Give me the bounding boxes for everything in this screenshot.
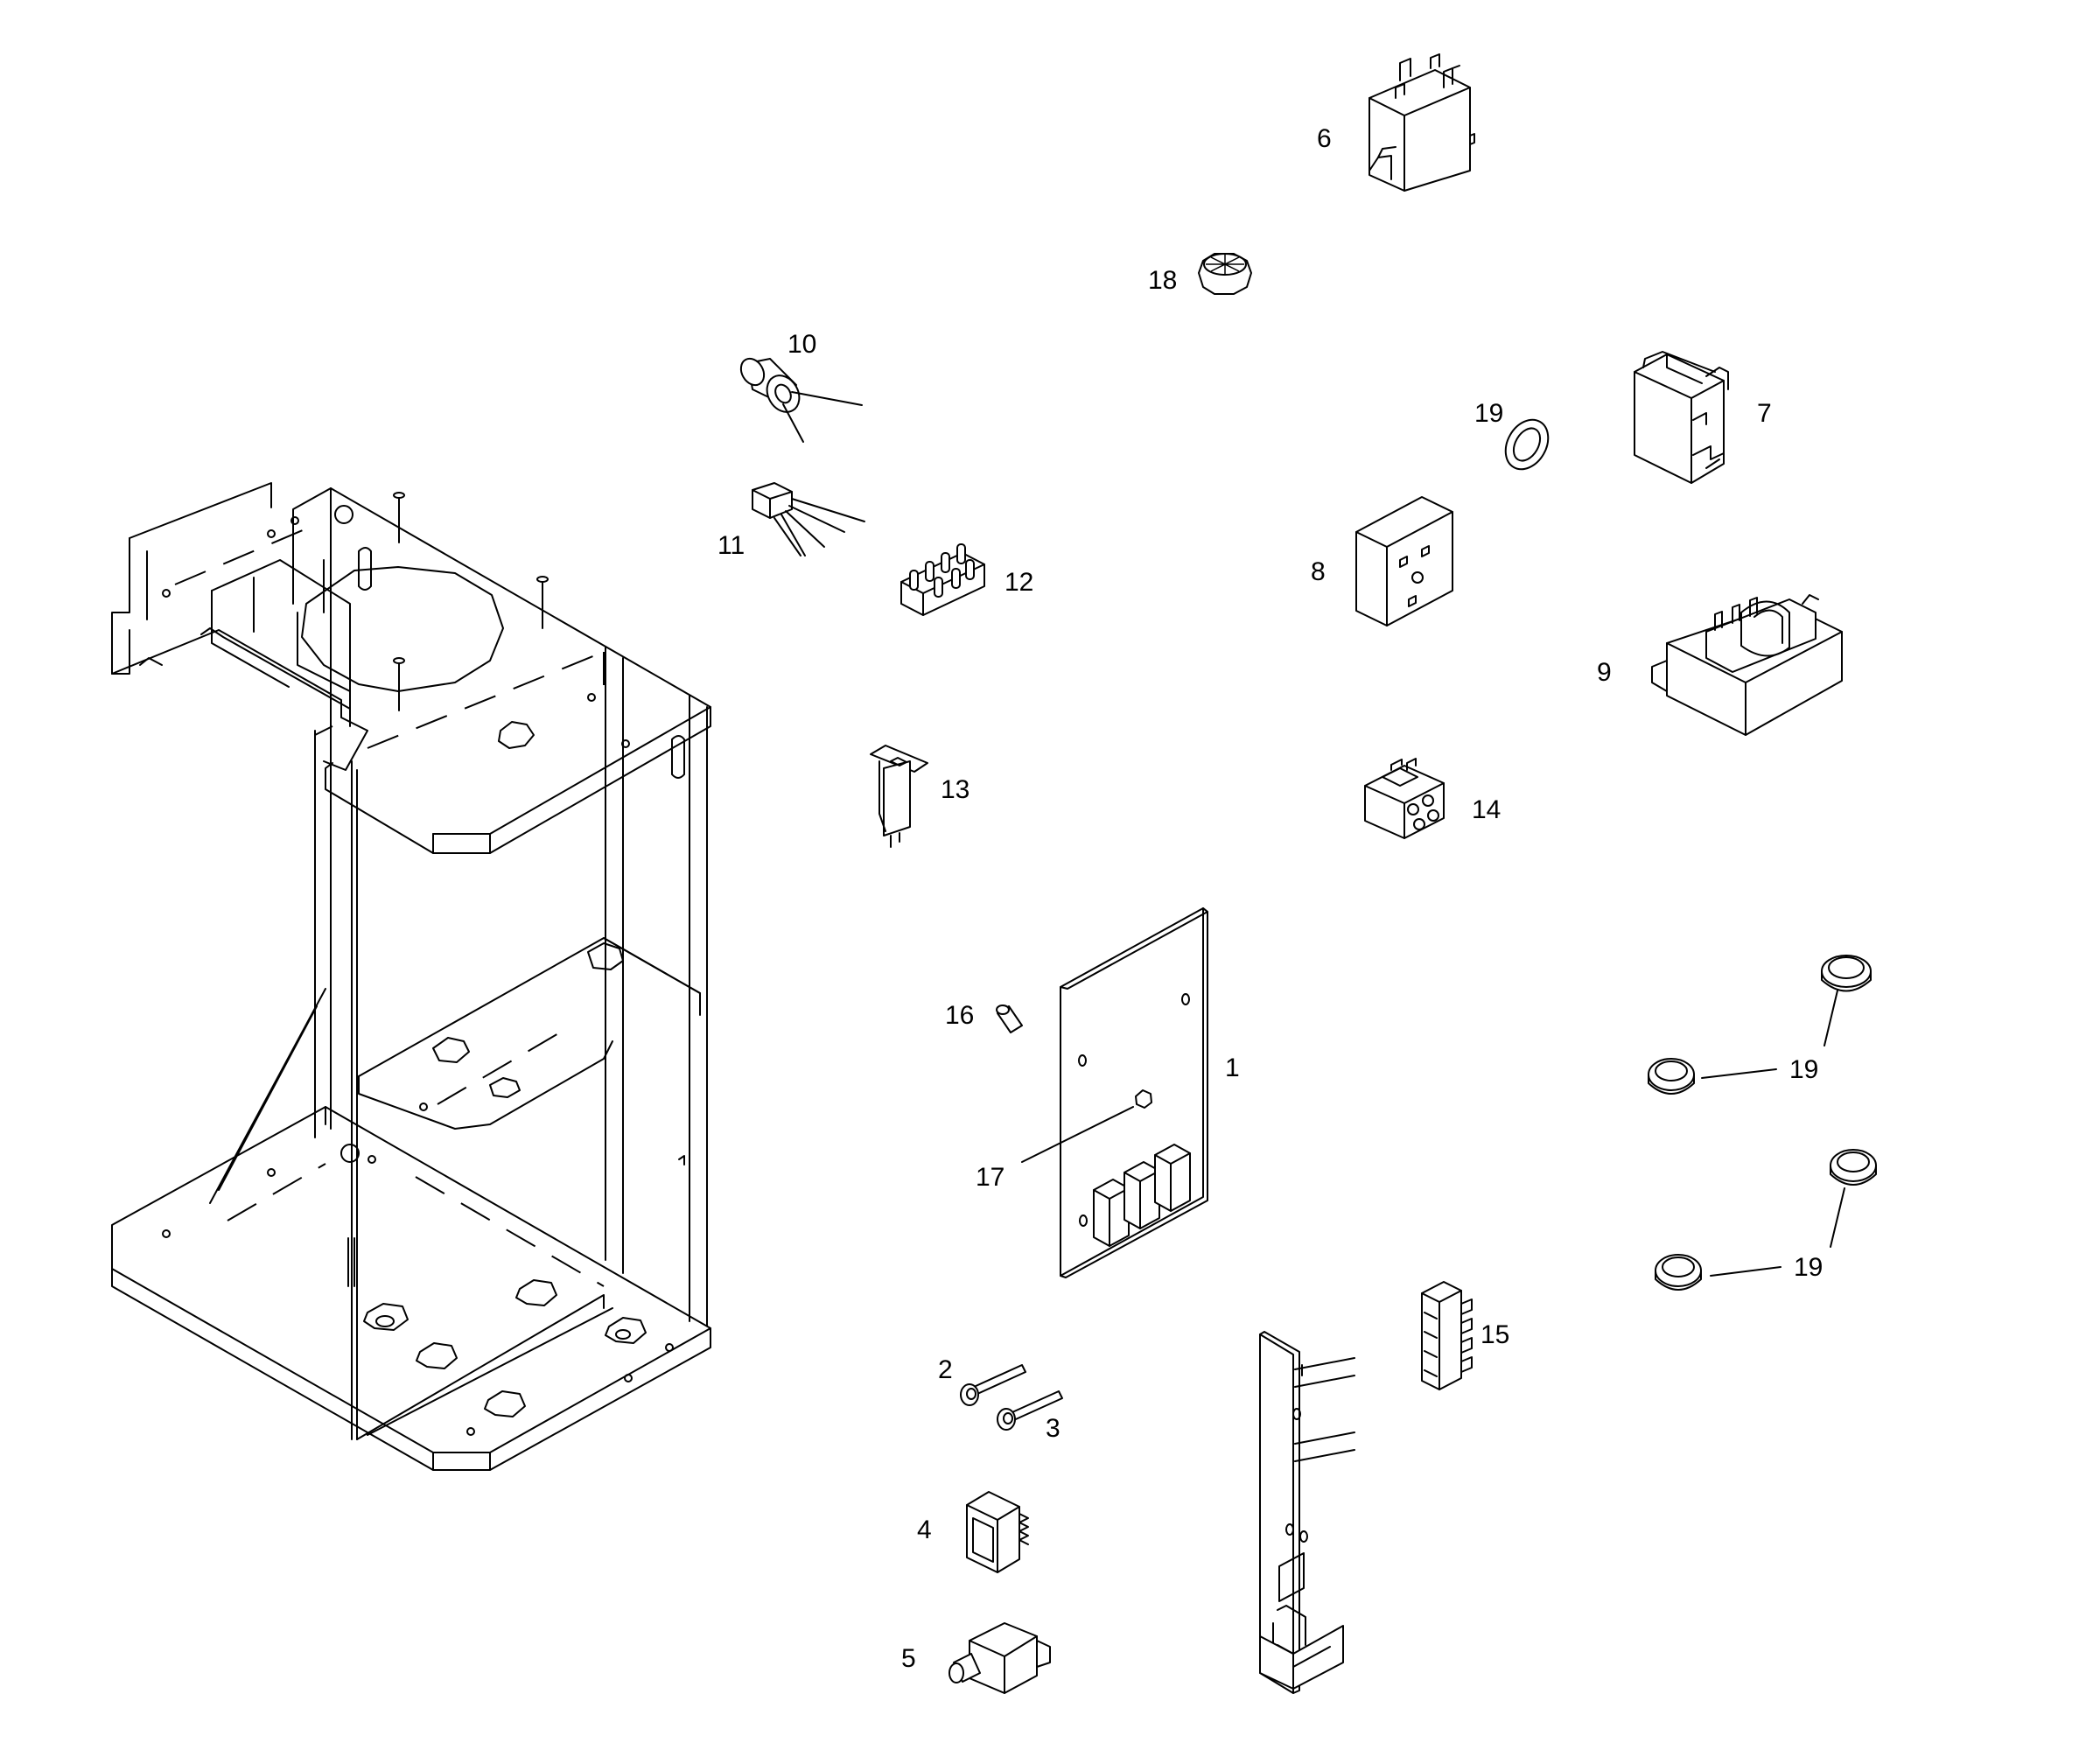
callout-label: 2 bbox=[938, 1355, 953, 1384]
rocker-switch: 4 bbox=[917, 1491, 1029, 1573]
mounting-bracket bbox=[1259, 1331, 1355, 1694]
ring-group-lower: 19 bbox=[1655, 1149, 1877, 1291]
callout-label: 11 bbox=[718, 531, 745, 560]
ring-group-upper: 19 bbox=[1648, 955, 1872, 1095]
nut: 17 bbox=[976, 1106, 1134, 1192]
callout-label: 3 bbox=[1046, 1414, 1060, 1443]
ring-top: 19 bbox=[1474, 399, 1550, 471]
terminal-strip: 15 bbox=[1421, 1281, 1509, 1390]
callout-label: 10 bbox=[788, 330, 816, 359]
push-switch: 5 bbox=[901, 1622, 1051, 1694]
callout-label: 8 bbox=[1311, 557, 1326, 586]
callout-label: 6 bbox=[1317, 124, 1332, 153]
callout-label: 13 bbox=[941, 775, 970, 804]
sensor-part-3: 3 bbox=[997, 1390, 1063, 1443]
callout-label: 12 bbox=[1004, 568, 1033, 597]
callout-label: 1 bbox=[1225, 1054, 1240, 1082]
control-module: 8 bbox=[1311, 496, 1453, 626]
callout-label: 16 bbox=[945, 1001, 974, 1030]
transformer: 9 bbox=[1597, 594, 1843, 736]
callout-label: 15 bbox=[1480, 1320, 1509, 1349]
callout-label: 4 bbox=[917, 1516, 932, 1544]
terminal-block: 12 bbox=[900, 543, 1033, 616]
sensor-part-2: 2 bbox=[938, 1355, 1026, 1406]
control-board: 1 bbox=[1060, 907, 1240, 1278]
capacitor: 10 bbox=[739, 330, 863, 443]
wired-connector: 11 bbox=[718, 482, 865, 560]
callout-label: 17 bbox=[976, 1163, 1004, 1192]
callout-label: 19 bbox=[1794, 1253, 1823, 1282]
callout-label: 18 bbox=[1148, 266, 1177, 295]
callout-label: 7 bbox=[1757, 399, 1772, 428]
callout-label: 9 bbox=[1597, 658, 1612, 687]
connector-block: 14 bbox=[1364, 758, 1501, 839]
callout-label: 19 bbox=[1789, 1055, 1818, 1084]
standoff: 16 bbox=[945, 1001, 1023, 1033]
chassis-frame bbox=[111, 482, 711, 1471]
relay: 6 bbox=[1317, 53, 1475, 192]
fuse-holder: 13 bbox=[870, 745, 970, 848]
callout-label: 5 bbox=[901, 1644, 916, 1673]
bushing: 18 bbox=[1148, 253, 1252, 295]
callout-label: 14 bbox=[1472, 795, 1501, 824]
callout-label: 19 bbox=[1474, 399, 1503, 428]
contactor: 7 bbox=[1634, 351, 1772, 484]
